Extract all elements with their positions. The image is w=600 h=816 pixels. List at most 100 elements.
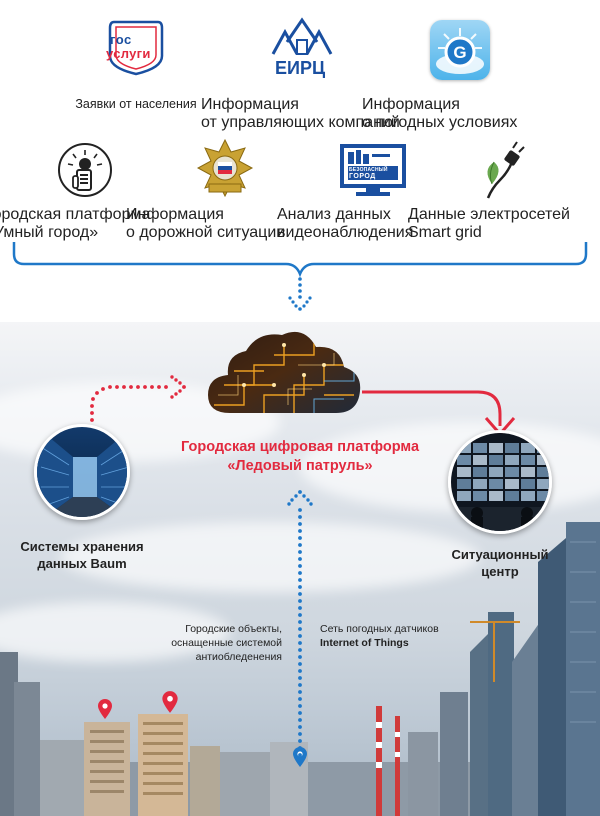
storage-label-line-1: Системы хранения bbox=[2, 538, 162, 555]
video-wall-screen bbox=[473, 491, 487, 501]
arrow-dot bbox=[298, 718, 302, 722]
arrow-dot bbox=[298, 550, 302, 554]
smart-grid-label-wrap: Данные электросетей Smart grid bbox=[408, 206, 570, 242]
arrow-dot bbox=[298, 515, 302, 519]
platform-title: Городская цифровая платформа «Ледовый па… bbox=[160, 438, 440, 476]
sensors-note-line-1: Сеть погодных датчиков bbox=[320, 622, 480, 636]
objects-note-line-1: Городские объекты, bbox=[150, 622, 282, 636]
situation-center-image bbox=[448, 430, 552, 534]
video-wall-screen bbox=[505, 467, 519, 477]
traffic-police-emblem-icon bbox=[196, 138, 254, 200]
video-wall-screen bbox=[489, 491, 503, 501]
video-wall-screen bbox=[457, 467, 471, 477]
arrow-dot bbox=[298, 564, 302, 568]
arrow-dot bbox=[298, 571, 302, 575]
arrow-dot bbox=[298, 522, 302, 526]
arrow-dot bbox=[298, 683, 302, 687]
smart-grid-label: Данные электросетей Smart grid bbox=[408, 206, 570, 242]
video-wall-screen bbox=[521, 455, 535, 465]
arrow-to-platform bbox=[286, 276, 314, 316]
eirc-logo-icon: ЕИРЦ bbox=[267, 14, 337, 84]
video-wall-screen bbox=[521, 467, 535, 477]
arrow-dot bbox=[298, 641, 302, 645]
situation-center-label-line-2: центр bbox=[420, 563, 580, 580]
arrow-dot bbox=[298, 655, 302, 659]
video-wall-screen bbox=[473, 443, 487, 453]
arrow-dot bbox=[298, 557, 302, 561]
arrow-dot bbox=[298, 739, 302, 743]
weather-app-icon: G bbox=[430, 20, 490, 80]
arrow-dot bbox=[298, 704, 302, 708]
arrow-dot bbox=[298, 599, 302, 603]
arrow-dot bbox=[298, 676, 302, 680]
video-wall-screen bbox=[537, 491, 551, 501]
arrow-dot bbox=[298, 648, 302, 652]
eirc-logo-text: ЕИРЦ bbox=[275, 58, 325, 79]
arrow-dot bbox=[298, 711, 302, 715]
storage-label-line-2: данных Baum bbox=[2, 555, 162, 572]
arrow-dot bbox=[298, 592, 302, 596]
cloud-platform-icon bbox=[204, 325, 364, 417]
weather-label: Информация о погодных условиях bbox=[362, 96, 517, 132]
arrow-dot bbox=[298, 536, 302, 540]
arrow-dot bbox=[298, 620, 302, 624]
video-wall-screen bbox=[505, 455, 519, 465]
video-wall-screen bbox=[473, 467, 487, 477]
object-pin-icon bbox=[161, 690, 179, 714]
arrow-dot bbox=[298, 634, 302, 638]
video-wall-screen bbox=[537, 479, 551, 489]
storage-label: Системы хранения данных Baum bbox=[2, 538, 162, 572]
objects-note: Городские объекты, оснащенные системой а… bbox=[150, 622, 282, 664]
arrow-dot bbox=[298, 508, 302, 512]
video-wall-screen bbox=[505, 479, 519, 489]
video-wall-screen bbox=[457, 491, 471, 501]
arrow-dot bbox=[298, 627, 302, 631]
video-wall-screen bbox=[457, 479, 471, 489]
video-wall-screen bbox=[489, 455, 503, 465]
video-wall-screen bbox=[537, 467, 551, 477]
plug-leaf-icon bbox=[478, 140, 528, 200]
video-label-wrap: Анализ данных видеонаблюдения bbox=[277, 206, 413, 242]
video-wall-screen bbox=[489, 467, 503, 477]
gosuslugi-logo-icon: гос услуги bbox=[104, 14, 168, 78]
svg-text:G: G bbox=[453, 43, 466, 62]
arrow-dot bbox=[298, 690, 302, 694]
video-label: Анализ данных видеонаблюдения bbox=[277, 206, 413, 242]
arrow-dot bbox=[298, 697, 302, 701]
arrow-dot bbox=[298, 662, 302, 666]
situation-center-label-line-1: Ситуационный bbox=[420, 546, 580, 563]
traffic-label-wrap: Информация о дорожной ситуации bbox=[126, 206, 285, 242]
safe-city-monitor-icon: БЕЗОПАСНЫЙ ГОРОД bbox=[338, 142, 408, 198]
platform-title-line-1: Городская цифровая платформа bbox=[160, 438, 440, 457]
video-wall-screen bbox=[473, 455, 487, 465]
arrow-dot bbox=[298, 613, 302, 617]
video-wall-screen bbox=[489, 479, 503, 489]
objects-note-line-3: антиобледенения bbox=[150, 650, 282, 664]
situation-center-label: Ситуационный центр bbox=[420, 546, 580, 580]
arrow-dot bbox=[298, 732, 302, 736]
sources-bracket bbox=[10, 240, 590, 280]
arrow-dot bbox=[298, 585, 302, 589]
weather-label-wrap: Информация о погодных условиях bbox=[362, 96, 517, 132]
arrow-storage-to-cloud bbox=[84, 368, 194, 424]
video-wall-screen bbox=[505, 491, 519, 501]
arrow-dot bbox=[298, 529, 302, 533]
video-wall-screen bbox=[521, 491, 535, 501]
video-wall-screen bbox=[457, 455, 471, 465]
object-pin-icon bbox=[97, 698, 113, 720]
arrow-dot bbox=[298, 543, 302, 547]
source-gosuslugi: гос услуги bbox=[0, 0, 600, 1]
video-wall-screen bbox=[473, 479, 487, 489]
arrow-dot bbox=[298, 753, 302, 757]
video-wall-screen bbox=[505, 443, 519, 453]
video-wall-screen bbox=[521, 479, 535, 489]
sensors-note-line-2: Internet of Things bbox=[320, 636, 480, 650]
gosuslugi-logo-text-gos: гос bbox=[110, 32, 132, 47]
objects-note-line-2: оснащенные системой bbox=[150, 636, 282, 650]
arrow-dot bbox=[298, 669, 302, 673]
smart-city-hand-icon bbox=[57, 142, 113, 198]
gosuslugi-logo-text-uslugi: услуги bbox=[106, 46, 151, 61]
video-wall-screen bbox=[521, 443, 535, 453]
arrow-dot bbox=[298, 725, 302, 729]
